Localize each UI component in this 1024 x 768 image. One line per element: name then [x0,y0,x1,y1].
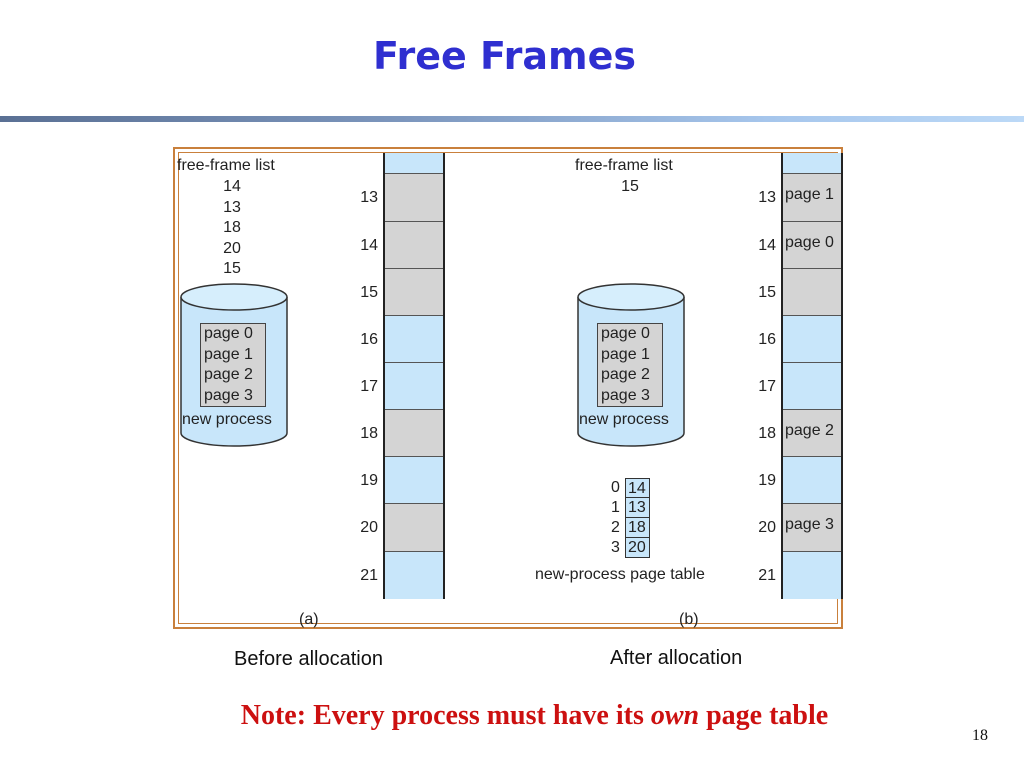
free-frame-entry: 13 [223,198,241,216]
page-table-cell: 14 [625,478,650,498]
note-prefix: Note: Every process must have its [240,700,651,731]
title-divider [0,116,1024,122]
memory-frame: page 2 [783,409,841,456]
caption-after: After allocation [610,647,743,669]
panel-b-free-frame-list-title: free-frame list [575,157,673,174]
memory-frame [385,456,443,503]
memory-frame: page 1 [783,173,841,221]
slide-title: Free Frames [373,34,636,78]
panel-a-disk-label: new process [182,411,272,428]
free-frame-entry: 18 [223,219,241,236]
page-table-index: 0 [611,479,620,496]
page-table-index: 3 [611,539,620,556]
panel-a-free-frame-list-title: free-frame list [177,157,275,174]
frame-number: 15 [758,284,776,301]
panel-a-label: (a) [299,611,319,628]
memory-frame [385,268,443,315]
page-table-frame: 20 [628,539,646,556]
memory-frame [783,456,841,503]
panel-b-disk: page 0 page 1 page 2 page 3 new process [577,283,685,447]
panel-a-physical-memory [383,153,445,599]
disk-page: page 3 [204,386,253,404]
frame-number: 15 [360,284,378,301]
memory-frame [385,362,443,409]
page-table-cell: 20 [625,538,650,558]
note-suffix: page table [699,700,829,731]
frame-number: 18 [758,425,776,442]
memory-frame [385,315,443,362]
memory-frame [783,268,841,315]
memory-frame [385,153,443,173]
frame-number: 21 [360,567,378,584]
page-table-frame: 14 [628,480,646,497]
panel-a-disk-pages: page 0 page 1 page 2 page 3 [200,323,266,407]
disk-page: page 3 [601,386,650,404]
memory-frame: page 3 [783,503,841,551]
frame-number: 19 [758,472,776,489]
frame-page-label: page 3 [785,516,834,533]
memory-frame [783,315,841,362]
memory-frame [385,409,443,456]
page-table-cell: 13 [625,498,650,518]
free-frame-entry: 15 [621,178,639,195]
memory-frame [783,362,841,409]
disk-page: page 0 [204,325,253,342]
panel-a-disk: page 0 page 1 page 2 page 3 new process [180,283,288,447]
panel-b-disk-label: new process [579,411,669,428]
note-text: Note: Every process must have its own pa… [0,700,1024,732]
page-table-frame: 18 [628,519,646,536]
frame-number: 20 [758,519,776,536]
disk-page: page 1 [601,345,650,363]
disk-page: page 2 [204,366,253,383]
disk-page: page 1 [204,345,253,363]
frame-page-label: page 0 [785,234,834,251]
frame-number: 14 [758,237,776,254]
panel-b-disk-pages: page 0 page 1 page 2 page 3 [597,323,663,407]
disk-page: page 2 [601,366,650,383]
frame-number: 13 [360,189,378,206]
memory-frame [385,503,443,551]
frame-number: 17 [758,378,776,395]
memory-frame: page 0 [783,221,841,268]
frame-number: 20 [360,519,378,536]
frame-number: 17 [360,378,378,395]
memory-frame [385,221,443,268]
frame-page-label: page 1 [785,186,834,203]
panel-b-page-table-label: new-process page table [535,566,705,583]
frame-number: 18 [360,425,378,442]
frame-number: 16 [360,331,378,348]
page-table-frame: 13 [628,499,646,516]
page-table-index: 1 [611,499,620,516]
page-table-index: 2 [611,519,620,536]
free-frame-entry: 20 [223,239,241,257]
caption-before: Before allocation [234,648,383,670]
memory-frame [783,153,841,173]
disk-page: page 0 [601,325,650,342]
panel-b-physical-memory: page 1 page 0 page 2 page 3 [781,153,843,599]
memory-frame [385,551,443,599]
free-frame-entry: 14 [223,178,241,195]
frame-page-label: page 2 [785,422,834,439]
memory-frame [783,551,841,599]
frame-number: 16 [758,331,776,348]
page-table-cell: 18 [625,518,650,538]
frame-number: 14 [360,237,378,254]
page-number: 18 [972,727,988,744]
free-frame-entry: 15 [223,260,241,277]
frame-number: 21 [758,567,776,584]
panel-b-label: (b) [679,611,699,628]
memory-frame [385,173,443,221]
frame-number: 13 [758,189,776,206]
note-emphasis: own [650,700,700,731]
frame-number: 19 [360,472,378,489]
